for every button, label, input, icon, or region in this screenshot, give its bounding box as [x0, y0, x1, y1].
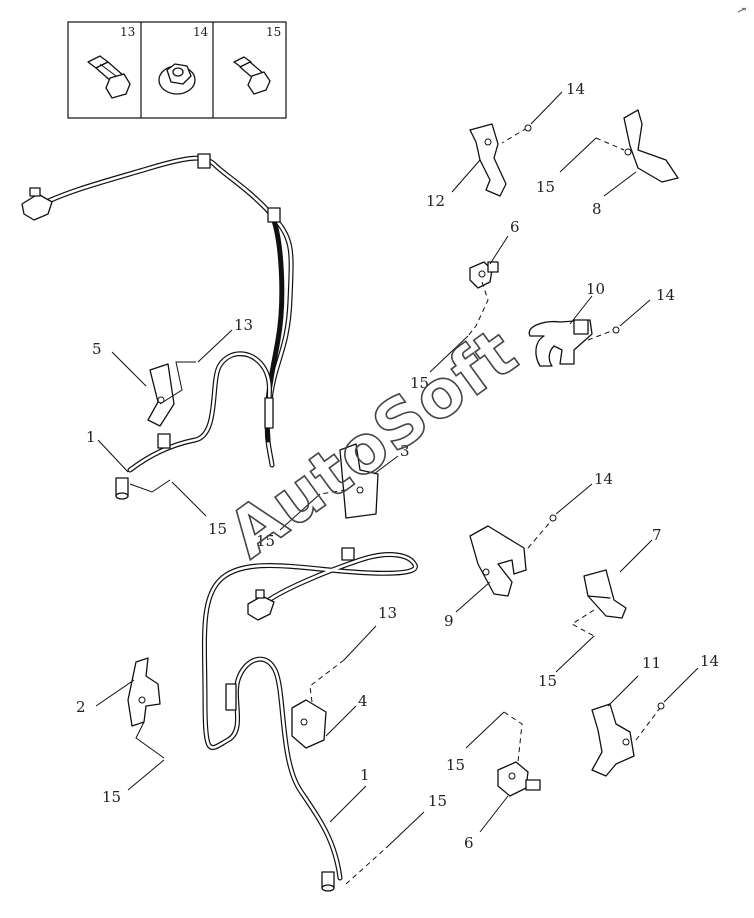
flange-nut-14-icon [158, 63, 196, 95]
wheel-sensor-lower-icon [321, 871, 335, 892]
callout-15: 15 [208, 520, 227, 538]
wheel-speed-sensor-6-bottom [497, 761, 541, 797]
callout-10: 10 [586, 280, 605, 298]
bracket-12 [469, 123, 507, 197]
callout-11: 11 [642, 654, 661, 672]
callout-14: 14 [656, 286, 675, 304]
wheel-sensor-upper-icon [115, 477, 129, 500]
callout-15: 15 [538, 672, 557, 690]
callout-13: 13 [378, 604, 397, 622]
callout-15: 15 [536, 178, 555, 196]
callout-2: 2 [76, 698, 86, 716]
callout-4: 4 [358, 692, 368, 710]
callout-1: 1 [360, 766, 370, 784]
callout-7: 7 [652, 526, 662, 544]
callout-15: 15 [428, 792, 447, 810]
wheel-speed-sensor-6-top [469, 261, 499, 289]
sensor-connector-left-icon [21, 187, 53, 221]
bracket-11 [591, 703, 635, 777]
fastener-panel: 13 14 15 [67, 21, 287, 119]
callout-14: 14 [594, 470, 613, 488]
bracket-7 [583, 569, 627, 619]
callout-15: 15 [446, 756, 465, 774]
callout-14: 14 [700, 652, 719, 670]
callout-15: 15 [410, 374, 429, 392]
callout-3: 3 [400, 442, 410, 460]
callout-15: 15 [256, 532, 275, 550]
bracket-9 [469, 525, 527, 597]
leader-lines [95, 91, 699, 885]
callout-6: 6 [510, 218, 520, 236]
callout-6: 6 [464, 834, 474, 852]
sensor-connector-lower-icon [247, 589, 275, 621]
hose-assembly-lower [201, 547, 418, 892]
panel-label-14: 14 [193, 25, 209, 39]
callout-labels: 14 12 15 8 6 10 14 13 5 15 1 3 14 15 15 … [76, 80, 719, 852]
bracket-2 [127, 657, 161, 727]
bracket-5 [147, 363, 175, 427]
callout-15: 15 [102, 788, 121, 806]
panel-label-15: 15 [266, 25, 281, 39]
callout-8: 8 [592, 200, 602, 218]
bracket-8 [623, 109, 679, 183]
bolt-13-icon [87, 55, 131, 99]
bracket-4 [291, 699, 327, 749]
bracket-10 [528, 319, 593, 367]
corner-mark [737, 7, 747, 13]
callout-14: 14 [566, 80, 585, 98]
callout-9: 9 [444, 612, 454, 630]
callout-12: 12 [426, 192, 445, 210]
bolt-15-icon [233, 56, 271, 95]
hose-assembly-upper [21, 153, 294, 500]
callout-1: 1 [86, 428, 96, 446]
bracket-3 [339, 443, 379, 519]
panel-label-13: 13 [120, 25, 135, 39]
callout-13: 13 [234, 316, 253, 334]
callout-5: 5 [92, 340, 102, 358]
